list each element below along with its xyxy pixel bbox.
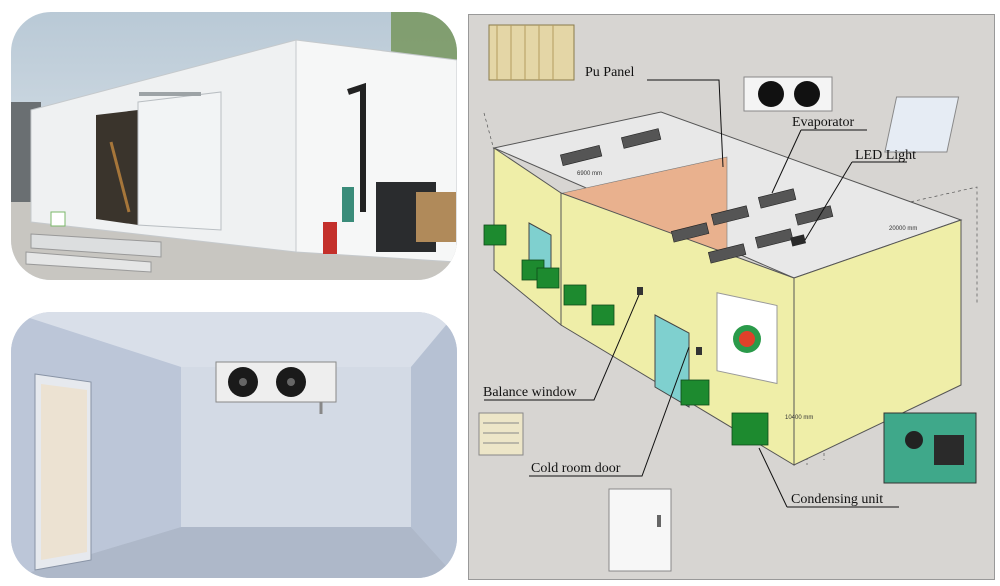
length-dimension: 20000 mm <box>889 226 917 232</box>
condensing-units <box>483 224 769 446</box>
label-pu-panel: Pu Panel <box>585 65 635 80</box>
balance-window-thumbnail <box>478 412 524 456</box>
width-dimension: 6900 mm <box>577 171 602 177</box>
evaporator-thumbnail <box>743 76 833 112</box>
condensing-unit-thumbnail <box>883 412 977 484</box>
led-light-thumbnail <box>884 96 960 153</box>
cold-room-door-thumbnail <box>608 488 672 572</box>
label-evaporator: Evaporator <box>792 115 855 130</box>
cold-room-exterior-photo <box>11 12 457 280</box>
label-condensing-unit: Condensing unit <box>791 492 883 507</box>
height-dimension: 10400 mm <box>785 415 813 421</box>
evaporator-units <box>560 128 834 264</box>
label-led-light: LED Light <box>855 148 916 163</box>
label-cold-room-door: Cold room door <box>531 461 621 476</box>
pu-panel-thumbnail <box>488 24 575 81</box>
cold-room-schematic: 6900 mm 20000 mm 10400 mm <box>468 14 995 580</box>
cold-room-interior-photo <box>11 312 457 578</box>
label-balance-window: Balance window <box>483 385 578 400</box>
